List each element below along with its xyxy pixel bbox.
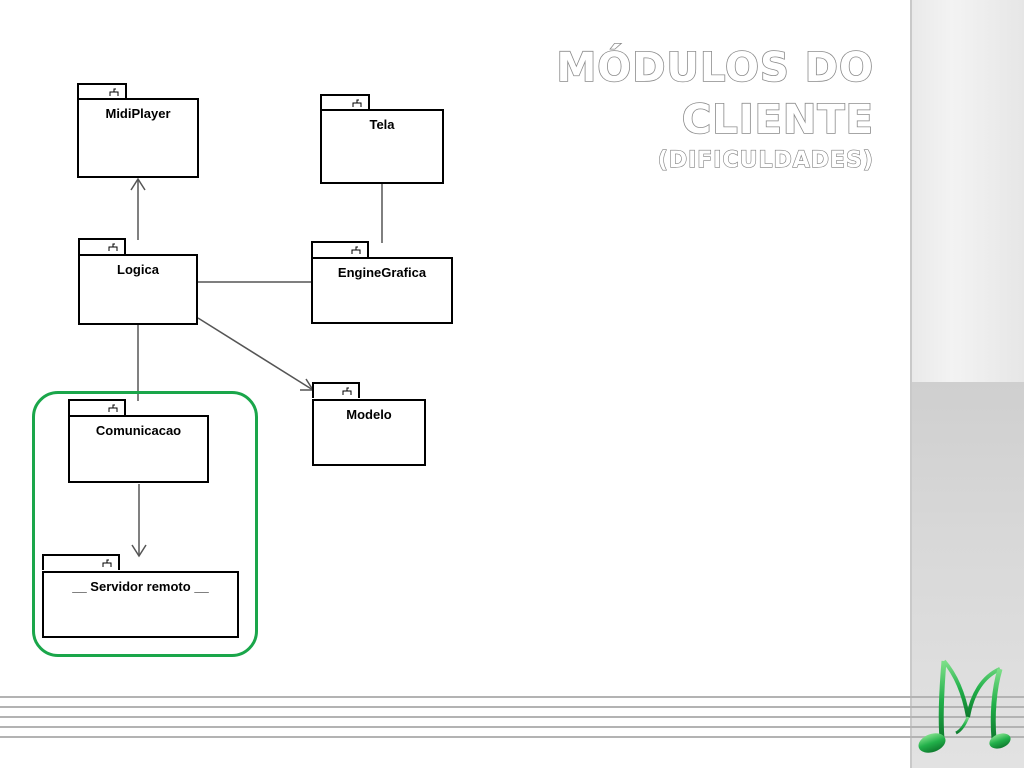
side-panel [910,0,1024,768]
logica-to-modelo-connector [197,317,314,391]
music-staff-lines [0,696,1024,738]
package-comunicacao: Comunicacao [68,399,209,484]
arrowhead-midiplayer-icon [130,177,146,191]
arrowhead-servidor-icon [131,544,147,558]
package-enginegrafica: EngineGrafica [311,241,453,325]
package-icon [352,99,362,107]
package-label: __ Servidor remoto __ [72,579,209,594]
title-line-3: (DIFICULDADES) [657,147,874,173]
title-line-2: CLIENTE [681,96,874,144]
package-label: Logica [117,262,159,277]
package-label: EngineGrafica [337,265,427,280]
package-icon [351,246,361,254]
package-servidor-remoto: __ Servidor remoto __ [42,554,239,639]
package-icon [102,559,112,567]
package-label: Modelo [346,407,392,422]
slide-title: MÓDULOS DO CLIENTE (DIFICULDADES) [556,42,875,176]
package-icon [342,387,352,395]
package-icon [109,88,119,96]
music-note-logo-icon [918,659,1011,753]
package-diagram: MidiPlayer Tela Logica [32,83,453,657]
package-label: MidiPlayer [105,106,171,121]
diagram-connectors [130,177,383,558]
highlight-frame [32,391,258,657]
package-icon [108,243,118,251]
package-label: Tela [369,117,395,132]
package-icon [108,404,118,412]
package-modelo: Modelo [312,382,426,467]
package-midiplayer: MidiPlayer [77,83,199,179]
side-panel-lower [912,382,1024,768]
package-tela: Tela [320,94,444,185]
title-line-1: MÓDULOS DO [556,44,874,92]
package-logica: Logica [78,238,198,326]
package-label: Comunicacao [95,423,182,438]
